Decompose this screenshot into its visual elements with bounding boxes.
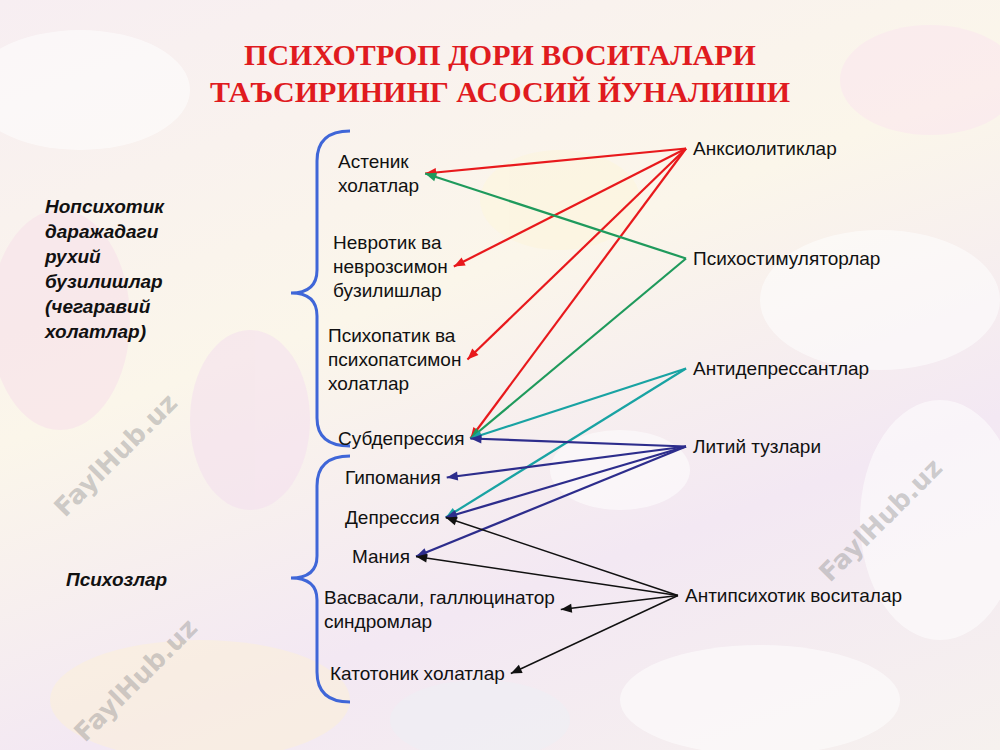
node-text: Мания xyxy=(352,546,410,567)
node-text: Субдепрессия xyxy=(338,428,464,449)
node-text: Антидепрессантлар xyxy=(693,358,869,379)
group-label: Нопсихотик даражадаги рухий бузилишлар (… xyxy=(45,194,200,344)
connector-arrow xyxy=(446,518,678,596)
connector-arrow xyxy=(470,259,686,439)
node-text: Гипомания xyxy=(345,467,441,488)
connector-arrow xyxy=(470,439,686,447)
drug-class: Литий тузлари xyxy=(693,435,821,459)
disorder-item: Невротик ва неврозсимон бузилишлар xyxy=(333,231,488,303)
arrowhead xyxy=(467,349,478,360)
drug-class: Антипсихотик воситалар xyxy=(685,584,902,608)
disorder-item: Мания xyxy=(352,545,410,569)
arrowhead xyxy=(416,554,428,563)
drug-class: Антидепрессантлар xyxy=(693,357,869,381)
connector-arrow xyxy=(470,149,686,439)
connector-arrow xyxy=(467,149,686,360)
disorder-item: Васвасали, галлюцинатор синдромлар xyxy=(324,586,624,634)
drug-class: Психостимуляторлар xyxy=(693,247,880,271)
connector-arrow xyxy=(425,149,686,174)
arrowhead xyxy=(511,665,523,674)
node-text: Васвасали, галлюцинатор синдромлар xyxy=(324,587,555,632)
connector-arrow xyxy=(454,149,686,267)
node-text: Психопатик ва психопатсимон холатлар xyxy=(328,325,461,394)
arrowhead xyxy=(454,258,466,267)
disorder-item: Гипомания xyxy=(345,466,441,490)
connector-arrow xyxy=(425,174,686,259)
connector-arrow xyxy=(561,596,678,610)
node-text: Психостимуляторлар xyxy=(693,248,880,269)
connector-arrow xyxy=(416,447,686,557)
disorder-item: Субдепрессия xyxy=(338,427,464,451)
connector-arrow xyxy=(446,447,686,518)
node-text: Антипсихотик воситалар xyxy=(685,585,902,606)
node-text: Астеник холатлар xyxy=(338,151,419,196)
drug-class: Анксиолитиклар xyxy=(693,137,837,161)
arrowhead xyxy=(561,604,572,613)
arrowhead xyxy=(446,517,458,526)
connector-arrow xyxy=(470,369,686,439)
disorder-item: Астеник холатлар xyxy=(338,150,458,198)
disorder-item: Катотоник холатлар xyxy=(330,662,505,686)
arrowhead xyxy=(447,472,458,481)
slide-title: ПСИХОТРОП ДОРИ ВОСИТАЛАРИ ТАЪСИРИНИНГ АС… xyxy=(150,36,850,110)
arrowhead xyxy=(470,434,481,443)
node-text: Катотоник холатлар xyxy=(330,663,505,684)
node-text: Анксиолитиклар xyxy=(693,138,837,159)
node-text: Литий тузлари xyxy=(693,436,821,457)
group-label: Психозлар xyxy=(66,567,266,592)
disorder-item: Депрессия xyxy=(345,506,440,530)
node-text: Депрессия xyxy=(345,507,440,528)
node-text: Невротик ва неврозсимон бузилишлар xyxy=(333,232,448,301)
disorder-item: Психопатик ва психопатсимон холатлар xyxy=(328,324,493,396)
arrowhead xyxy=(425,173,437,182)
